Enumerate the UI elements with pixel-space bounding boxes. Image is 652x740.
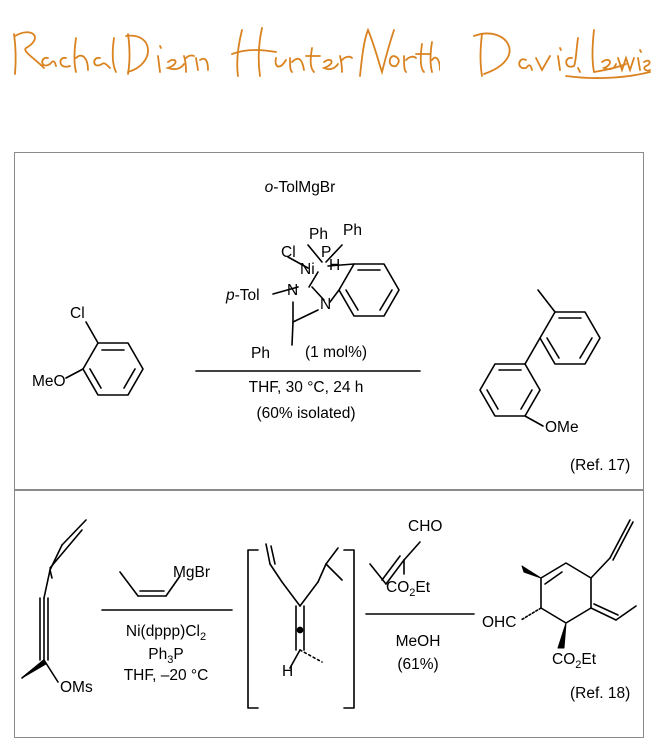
ref-17: (Ref. 17) (570, 457, 631, 474)
biphenyl-product-structure (479, 289, 601, 427)
scheme-divider (14, 489, 644, 491)
sm-label-meo: MeO (32, 373, 66, 390)
yield-top: (60% isolated) (256, 405, 356, 422)
yield-bottom: (61%) (397, 656, 439, 673)
conditions-top: THF, 30 °C, 24 h (248, 379, 364, 396)
sm-label-cl: Cl (70, 305, 85, 322)
intermediate-label-h: H (282, 663, 294, 680)
catalyst-label-ph-c: Ph (251, 345, 270, 362)
reagent-otolmgbr: o-TolMgBr (264, 179, 336, 196)
bracket-left (247, 549, 259, 709)
ligand-ph3p: Ph3P (148, 646, 184, 666)
catalyst-loading: (1 mol%) (305, 344, 368, 361)
solvent-meoh: MeOH (395, 633, 441, 650)
catalyst-label-ptol: p-Tol (226, 287, 260, 304)
ref-18: (Ref. 18) (570, 685, 631, 702)
dienophile-label-co2et: CO2Et (386, 579, 431, 599)
product-label-ohc: OHC (482, 614, 517, 631)
ethyl-formylacrylate-structure (369, 541, 421, 585)
chloroanisole-structure (65, 321, 144, 396)
catalyst-label-n2: N (320, 296, 332, 313)
catalyst-label-cl: Cl (281, 244, 296, 261)
signature-rachael-dieringer (13, 31, 209, 75)
signature-hunter-north (231, 27, 440, 77)
enyne-mesylate-structure (21, 519, 87, 683)
catalyst-label-ph-b: Ph (343, 222, 362, 239)
scheme-frame (14, 152, 644, 738)
sm-label-oms: OMs (60, 679, 93, 696)
vinylallene-intermediate-structure (265, 543, 343, 669)
catalyst-label-h: H (329, 257, 341, 274)
signature-david-lewis (473, 29, 651, 79)
product-label-co2et: CO2Et (552, 651, 597, 671)
catalyst-ni-dppp: Ni(dppp)Cl2 (125, 623, 207, 643)
ni-catalyst-structure (272, 244, 400, 346)
catalyst-label-n1: N (287, 282, 299, 299)
z-propenyl-grignard-structure (119, 571, 181, 597)
product-label-ome: OMe (545, 419, 579, 436)
catalyst-label-ph-a: Ph (309, 226, 328, 243)
conditions-bottom: THF, –20 °C (123, 667, 209, 684)
dienophile-label-cho: CHO (408, 518, 443, 535)
catalyst-label-ni: Ni (300, 261, 315, 278)
grignard-label-mgbr: MgBr (173, 564, 211, 581)
catalyst-label-p: P (321, 244, 332, 261)
cyclohexene-product-structure (520, 519, 637, 624)
bracket-right (343, 549, 355, 709)
